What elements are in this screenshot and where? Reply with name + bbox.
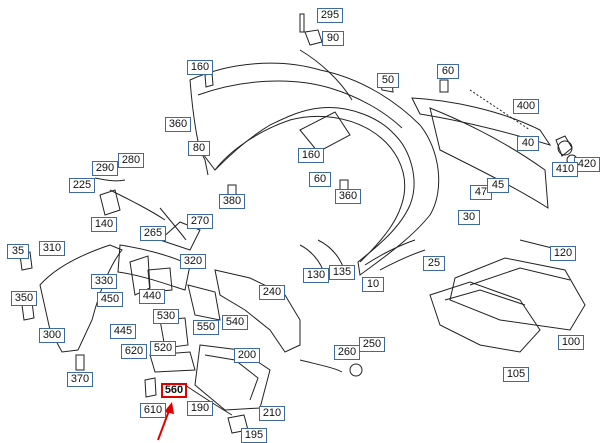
trim-panel (429, 107, 549, 209)
screw-370 (75, 354, 85, 371)
callout-190[interactable]: 190 (187, 401, 213, 416)
callout-265[interactable]: 265 (140, 226, 166, 241)
callout-380[interactable]: 380 (219, 194, 245, 209)
callout-40[interactable]: 40 (517, 136, 539, 151)
callout-250[interactable]: 250 (359, 337, 385, 352)
callout-610[interactable]: 610 (140, 403, 166, 418)
callout-50[interactable]: 50 (377, 73, 399, 88)
callout-300[interactable]: 300 (39, 328, 65, 343)
strip-25 (379, 249, 426, 271)
callout-540[interactable]: 540 (222, 315, 248, 330)
callout-195[interactable]: 195 (241, 428, 267, 443)
clip-290 (99, 189, 121, 216)
callout-60-top[interactable]: 60 (437, 64, 459, 79)
diffuser-100 (449, 257, 586, 331)
callout-135[interactable]: 135 (329, 265, 355, 280)
callout-420[interactable]: 420 (574, 157, 600, 172)
bracket-240 (214, 269, 301, 353)
lower-cover-inner (204, 354, 259, 401)
bracket-90 (304, 29, 323, 46)
callout-295[interactable]: 295 (317, 8, 343, 23)
callout-25[interactable]: 25 (423, 256, 445, 271)
callout-80[interactable]: 80 (188, 141, 210, 156)
callout-310[interactable]: 310 (39, 241, 65, 256)
side-bracket-300 (39, 244, 123, 353)
callout-445[interactable]: 445 (110, 324, 136, 339)
callout-450[interactable]: 450 (97, 292, 123, 307)
hose-250 (299, 359, 343, 373)
rod-190 (184, 384, 233, 416)
bumper-pocket (299, 111, 351, 153)
callout-105[interactable]: 105 (503, 367, 529, 382)
callout-35[interactable]: 35 (7, 244, 29, 259)
callout-520[interactable]: 520 (150, 341, 176, 356)
cable-270 (159, 207, 187, 241)
callout-280[interactable]: 280 (118, 153, 144, 168)
callout-320[interactable]: 320 (180, 254, 206, 269)
callout-60-mid[interactable]: 60 (309, 172, 331, 187)
bracket-320 (117, 244, 191, 291)
clip-160 (204, 72, 214, 88)
callout-100[interactable]: 100 (558, 335, 584, 350)
bolt-225 (94, 177, 126, 182)
callout-45[interactable]: 45 (487, 178, 509, 193)
part-440 (147, 267, 173, 293)
moulding-400 (411, 97, 552, 146)
callout-200[interactable]: 200 (234, 348, 260, 363)
part-530 (187, 284, 221, 321)
strip-line (469, 89, 531, 131)
callout-350[interactable]: 350 (11, 291, 37, 306)
panel-105 (429, 281, 541, 353)
bumper-cover-inner (214, 115, 406, 263)
callout-400[interactable]: 400 (513, 99, 539, 114)
strip-10 (364, 239, 416, 266)
bumper-cover (189, 62, 440, 276)
harness-280 (109, 189, 166, 221)
callout-225[interactable]: 225 (69, 178, 95, 193)
sensor-40 (557, 140, 573, 156)
callout-90[interactable]: 90 (322, 31, 344, 46)
highlight-arrow (157, 402, 174, 441)
screw-610 (144, 377, 157, 398)
callout-270[interactable]: 270 (187, 214, 213, 229)
callout-30[interactable]: 30 (458, 210, 480, 225)
callout-210[interactable]: 210 (259, 406, 285, 421)
callout-550[interactable]: 550 (193, 320, 219, 335)
callout-440[interactable]: 440 (139, 289, 165, 304)
callout-330[interactable]: 330 (91, 274, 117, 289)
sensor-holder (555, 135, 573, 157)
bumper-crease (197, 80, 403, 129)
callout-290[interactable]: 290 (92, 161, 118, 176)
callout-560[interactable]: 560 (161, 383, 187, 398)
callout-10[interactable]: 10 (362, 277, 384, 292)
callout-130[interactable]: 130 (303, 268, 329, 283)
part-265 (159, 221, 201, 251)
callout-160-mid[interactable]: 160 (298, 148, 324, 163)
clip-295 (299, 13, 305, 33)
callout-370[interactable]: 370 (67, 372, 93, 387)
callout-360-left[interactable]: 360 (165, 117, 191, 132)
part-560 (149, 351, 196, 373)
screw-60 (439, 79, 449, 93)
callout-410[interactable]: 410 (552, 162, 578, 177)
panel-rib (444, 289, 526, 306)
callout-620[interactable]: 620 (121, 344, 147, 359)
diffuser-rib (469, 267, 571, 286)
callout-360-mid[interactable]: 360 (335, 189, 361, 204)
callout-260[interactable]: 260 (334, 345, 360, 360)
callout-120[interactable]: 120 (550, 246, 576, 261)
callout-240[interactable]: 240 (259, 285, 285, 300)
callout-140[interactable]: 140 (91, 217, 117, 232)
grommet-260 (349, 363, 363, 377)
callout-530[interactable]: 530 (153, 309, 179, 324)
guide-strip (299, 49, 353, 101)
callout-160-top[interactable]: 160 (187, 60, 213, 75)
